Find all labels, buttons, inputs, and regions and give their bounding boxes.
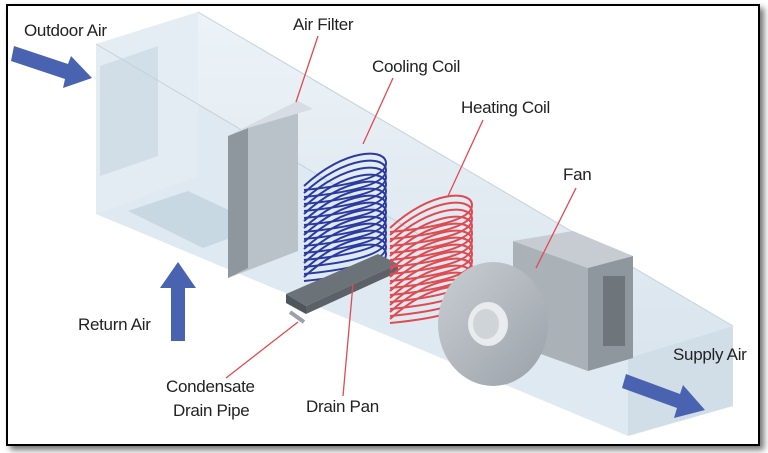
label-fan: Fan xyxy=(563,165,591,184)
cooling-coil-loop xyxy=(303,152,388,191)
label-condensate-line1: Condensate xyxy=(166,377,255,396)
heating-coil-loop xyxy=(389,215,474,254)
supply-air-arrow xyxy=(622,374,705,418)
heating-coil-loop xyxy=(389,201,474,240)
outdoor-air-arrow xyxy=(11,46,92,88)
label-cooling-coil: Cooling Coil xyxy=(372,57,460,76)
cooling-coil-loop xyxy=(303,222,388,261)
cooling-coil-loop xyxy=(303,187,388,226)
heating-coil-loop xyxy=(389,208,474,247)
heating-coil-loop xyxy=(389,229,474,268)
label-supply-air: Supply Air xyxy=(673,345,747,364)
heating-coil-loop xyxy=(389,250,474,289)
cooling-coil-loop xyxy=(303,236,388,275)
heating-coil-loop xyxy=(389,222,474,261)
cooling-coil-loop xyxy=(303,159,388,198)
heating-coil-loop xyxy=(389,194,474,233)
heating-coil-loop xyxy=(389,236,474,275)
fan-unit xyxy=(438,231,633,386)
label-air-filter: Air Filter xyxy=(293,15,354,34)
labels: Outdoor Air Air Filter Cooling Coil Heat… xyxy=(24,15,747,420)
air-filter-panel xyxy=(228,101,313,278)
cooling-coil-loop xyxy=(303,229,388,268)
label-return-air: Return Air xyxy=(78,315,151,334)
cooling-coil-loop xyxy=(303,208,388,247)
heating-coil-loop xyxy=(389,243,474,282)
label-outdoor-air: Outdoor Air xyxy=(24,21,107,40)
diagram-frame: Outdoor Air Air Filter Cooling Coil Heat… xyxy=(6,4,760,446)
leader-lines xyxy=(225,35,577,397)
label-heating-coil: Heating Coil xyxy=(461,98,550,117)
return-air-arrow xyxy=(160,262,196,341)
cooling-coil-loop xyxy=(303,215,388,254)
air-handler-diagram: Outdoor Air Air Filter Cooling Coil Heat… xyxy=(11,11,747,436)
cooling-coil-loop xyxy=(303,201,388,240)
cooling-coil-loop xyxy=(303,194,388,233)
label-condensate-line2: Drain Pipe xyxy=(173,401,249,420)
cooling-coil-loop xyxy=(303,166,388,205)
cooling-coil-loop xyxy=(303,180,388,219)
cooling-coil xyxy=(303,152,388,282)
label-drain-pan: Drain Pan xyxy=(306,397,379,416)
cooling-coil-loop xyxy=(303,173,388,212)
